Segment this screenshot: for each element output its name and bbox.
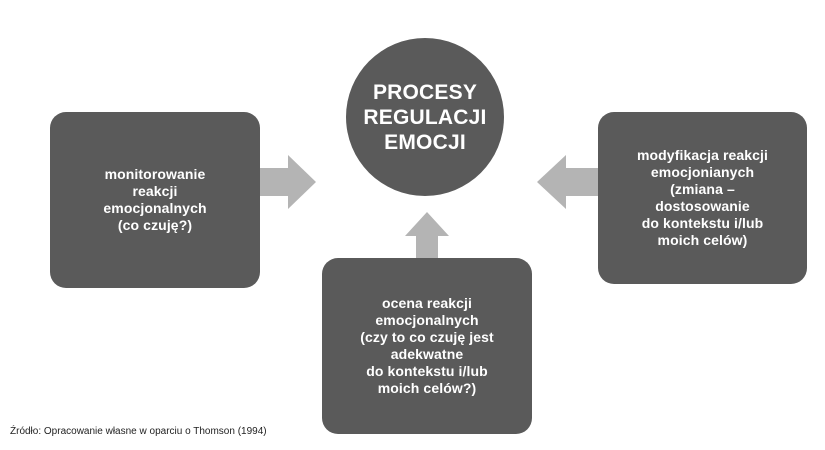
center-title: PROCESY REGULACJI EMOCJI: [363, 80, 487, 154]
arrow-left: [537, 155, 598, 209]
source-caption: Źródło: Opracowanie własne w oparciu o T…: [10, 426, 267, 437]
modification-box: modyfikacja reakcji emocjonianych (zmian…: [598, 112, 807, 284]
evaluation-text: ocena reakcji emocjonalnych (czy to co c…: [360, 295, 494, 396]
center-circle: PROCESY REGULACJI EMOCJI: [346, 38, 504, 196]
arrow-up: [405, 212, 449, 258]
evaluation-box: ocena reakcji emocjonalnych (czy to co c…: [322, 258, 532, 434]
monitoring-text: monitorowanie reakcji emocjonalnych (co …: [103, 166, 207, 233]
monitoring-box: monitorowanie reakcji emocjonalnych (co …: [50, 112, 260, 288]
arrow-right: [258, 155, 316, 209]
modification-text: modyfikacja reakcji emocjonianych (zmian…: [636, 147, 769, 248]
